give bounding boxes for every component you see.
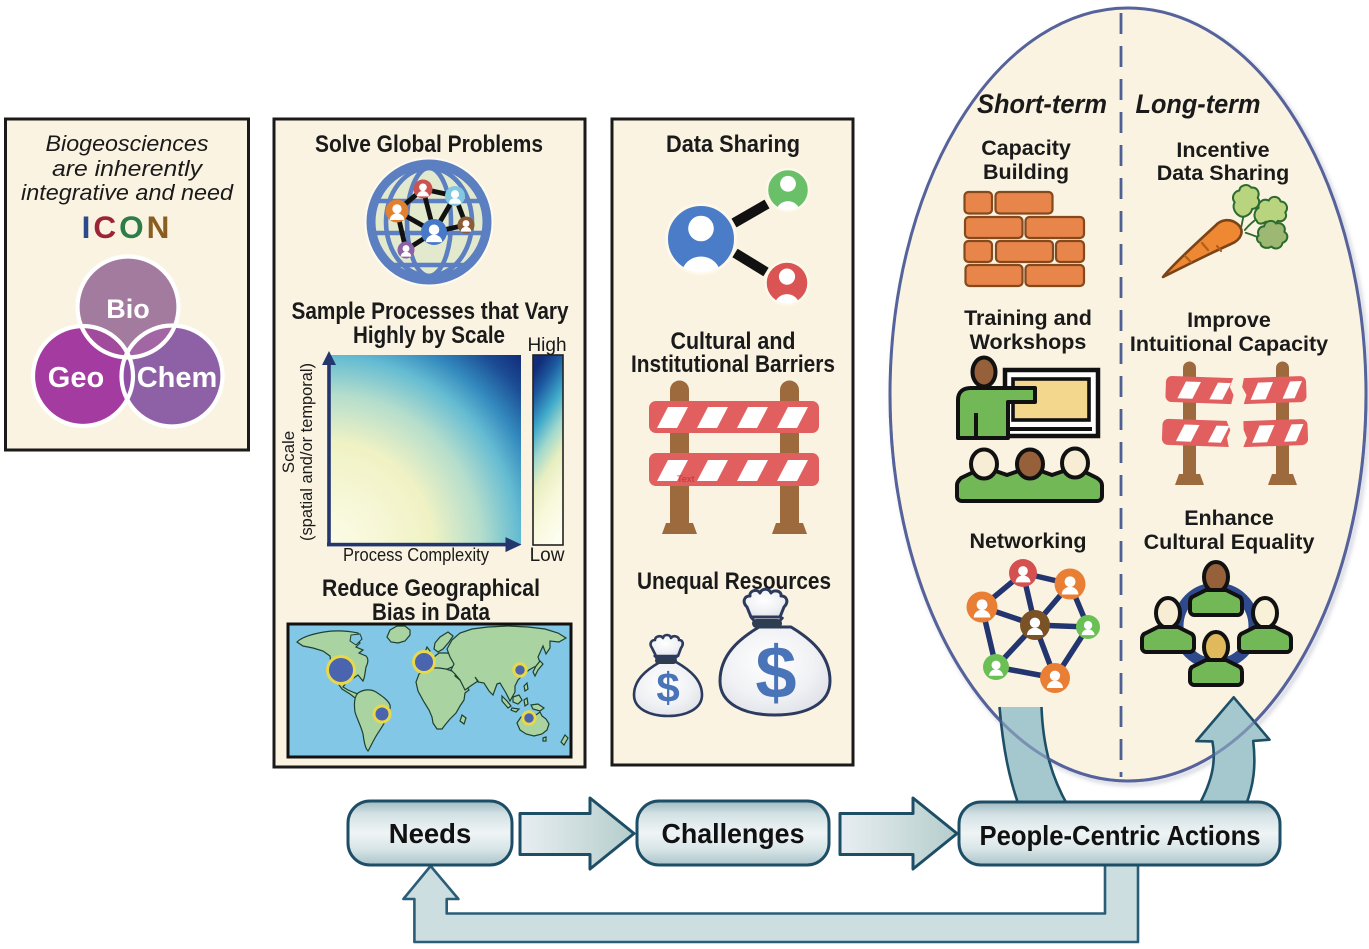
svg-text:Unequal Resources: Unequal Resources — [637, 568, 831, 595]
svg-text:High: High — [527, 335, 566, 356]
svg-text:Bio: Bio — [106, 294, 150, 324]
svg-text:Geo: Geo — [48, 362, 104, 394]
svg-text:ICON: ICON — [82, 209, 173, 245]
svg-text:Low: Low — [530, 545, 565, 566]
svg-text:Institutional Barriers: Institutional Barriers — [631, 351, 835, 378]
svg-text:Improve: Improve — [1187, 308, 1271, 332]
svg-text:Reduce Geographical: Reduce Geographical — [322, 575, 540, 602]
svg-text:are inherently: are inherently — [52, 156, 204, 181]
svg-text:Scale: Scale — [279, 431, 298, 474]
svg-text:Needs: Needs — [389, 818, 472, 849]
svg-text:Solve Global Problems: Solve Global Problems — [315, 131, 543, 158]
svg-text:Short-term: Short-term — [977, 89, 1107, 119]
svg-text:Biogeosciences: Biogeosciences — [46, 131, 209, 156]
svg-text:Cultural and: Cultural and — [671, 328, 796, 355]
svg-text:(spatial and/or temporal): (spatial and/or temporal) — [297, 363, 316, 541]
svg-text:Long-term: Long-term — [1136, 89, 1261, 119]
svg-text:Training and: Training and — [964, 306, 1092, 330]
svg-text:Chem: Chem — [137, 362, 218, 394]
svg-text:Intuitional Capacity: Intuitional Capacity — [1130, 332, 1328, 356]
svg-text:$: $ — [755, 631, 796, 714]
svg-text:Building: Building — [983, 160, 1069, 184]
svg-text:Data Sharing: Data Sharing — [1157, 161, 1290, 185]
svg-text:Capacity: Capacity — [981, 136, 1071, 160]
svg-text:Incentive: Incentive — [1176, 138, 1269, 162]
svg-text:People-Centric Actions: People-Centric Actions — [980, 820, 1261, 851]
svg-text:Process Complexity: Process Complexity — [343, 545, 489, 565]
svg-text:Networking: Networking — [969, 529, 1086, 553]
svg-text:Challenges: Challenges — [662, 818, 805, 849]
svg-text:Text: Text — [677, 474, 695, 485]
svg-text:integrative and need: integrative and need — [21, 180, 235, 205]
svg-text:Highly by Scale: Highly by Scale — [353, 322, 505, 349]
svg-text:Enhance: Enhance — [1184, 506, 1274, 530]
svg-text:Bias in Data: Bias in Data — [372, 599, 491, 626]
svg-text:Workshops: Workshops — [970, 330, 1087, 354]
svg-text:Sample Processes that Vary: Sample Processes that Vary — [292, 298, 570, 325]
svg-text:$: $ — [656, 664, 679, 711]
svg-text:Data Sharing: Data Sharing — [666, 131, 800, 158]
svg-text:Cultural Equality: Cultural Equality — [1144, 530, 1315, 554]
